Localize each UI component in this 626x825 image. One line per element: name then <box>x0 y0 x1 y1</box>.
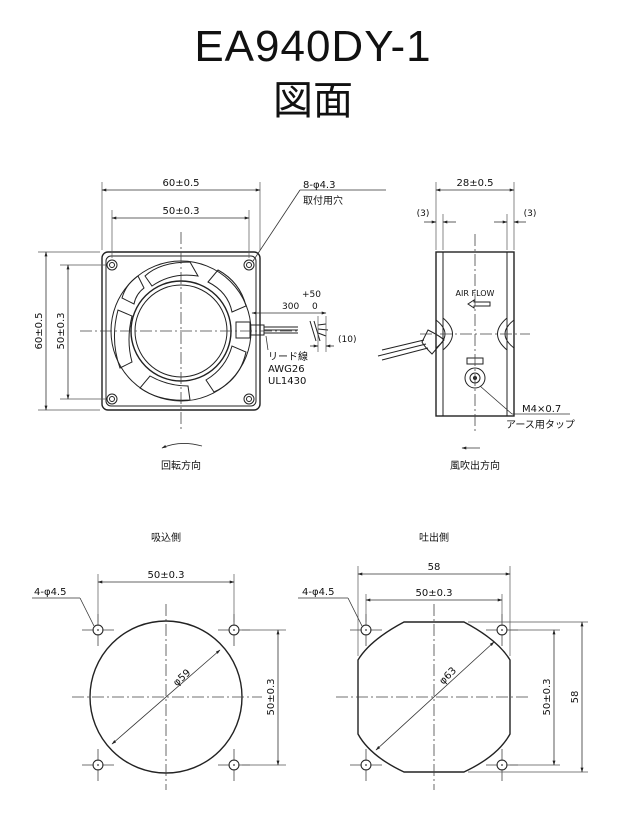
lead-end-length: (10) <box>338 335 356 345</box>
rotation-arrow <box>161 443 203 449</box>
hole-note: 取付用穴 <box>303 194 343 207</box>
exhaust-dim-hole-height: 50±0.3 <box>542 678 553 715</box>
lead-standard: UL1430 <box>268 376 306 387</box>
airflow-direction-label: 風吹出方向 <box>450 459 500 472</box>
side-view: AIR FLOW 28±0.5 (3) <box>377 178 575 472</box>
screw-note: アース用タップ <box>506 419 575 431</box>
rotation-label: 回転方向 <box>161 459 201 472</box>
exhaust-label: 吐出側 <box>419 531 449 544</box>
exhaust-dim-outer-height: 58 <box>570 691 581 704</box>
airflow-arrow-icon <box>467 299 491 309</box>
dim-right-flange: (3) <box>524 209 537 219</box>
intake-dim-hole-width: 50±0.3 <box>147 570 184 581</box>
dim-outer-height: 60±0.5 <box>34 312 45 349</box>
screw-spec: M4×0.7 <box>522 404 561 415</box>
hole-spec: 8-φ4.3 <box>303 180 335 191</box>
exhaust-dim-hole-width: 50±0.3 <box>415 588 452 599</box>
airflow-label: AIR FLOW <box>456 289 495 298</box>
dim-outer-width: 60±0.5 <box>162 178 199 189</box>
lead-label: リード線 <box>268 350 308 363</box>
dim-depth: 28±0.5 <box>456 178 493 189</box>
dim-hole-width: 50±0.3 <box>162 206 199 217</box>
intake-hole-spec: 4-φ4.5 <box>34 587 66 598</box>
model-title: EA940DY-1 <box>194 22 432 71</box>
drawing-subtitle: 図面 <box>273 79 353 123</box>
mounting-holes <box>106 259 255 405</box>
exhaust-dim-outer-width: 58 <box>428 562 441 573</box>
dim-left-flange: (3) <box>417 209 430 219</box>
intake-label: 吸込側 <box>151 531 181 544</box>
dim-hole-height: 50±0.3 <box>56 312 67 349</box>
exhaust-diameter: φ63 <box>438 666 459 687</box>
fan-blades <box>114 261 247 401</box>
exhaust-view: 吐出側 φ63 58 50±0.3 <box>298 531 588 790</box>
lead-gauge: AWG26 <box>268 364 305 375</box>
intake-view: 吸込側 φ59 50±0.3 50±0.3 <box>32 531 286 790</box>
exhaust-outline <box>357 621 511 773</box>
lead-tolerance: +50 <box>302 290 321 300</box>
lead-exit <box>235 321 251 339</box>
front-view: 60±0.5 50±0.3 60±0.5 50±0.3 8-φ4.3 取付用穴 … <box>34 178 386 472</box>
intake-dim-hole-height: 50±0.3 <box>266 678 277 715</box>
exhaust-hole-spec: 4-φ4.5 <box>302 587 334 598</box>
lead-length: 300 <box>282 302 299 312</box>
lead-tolerance-lower: 0 <box>312 302 318 312</box>
intake-diameter: φ59 <box>171 668 193 689</box>
